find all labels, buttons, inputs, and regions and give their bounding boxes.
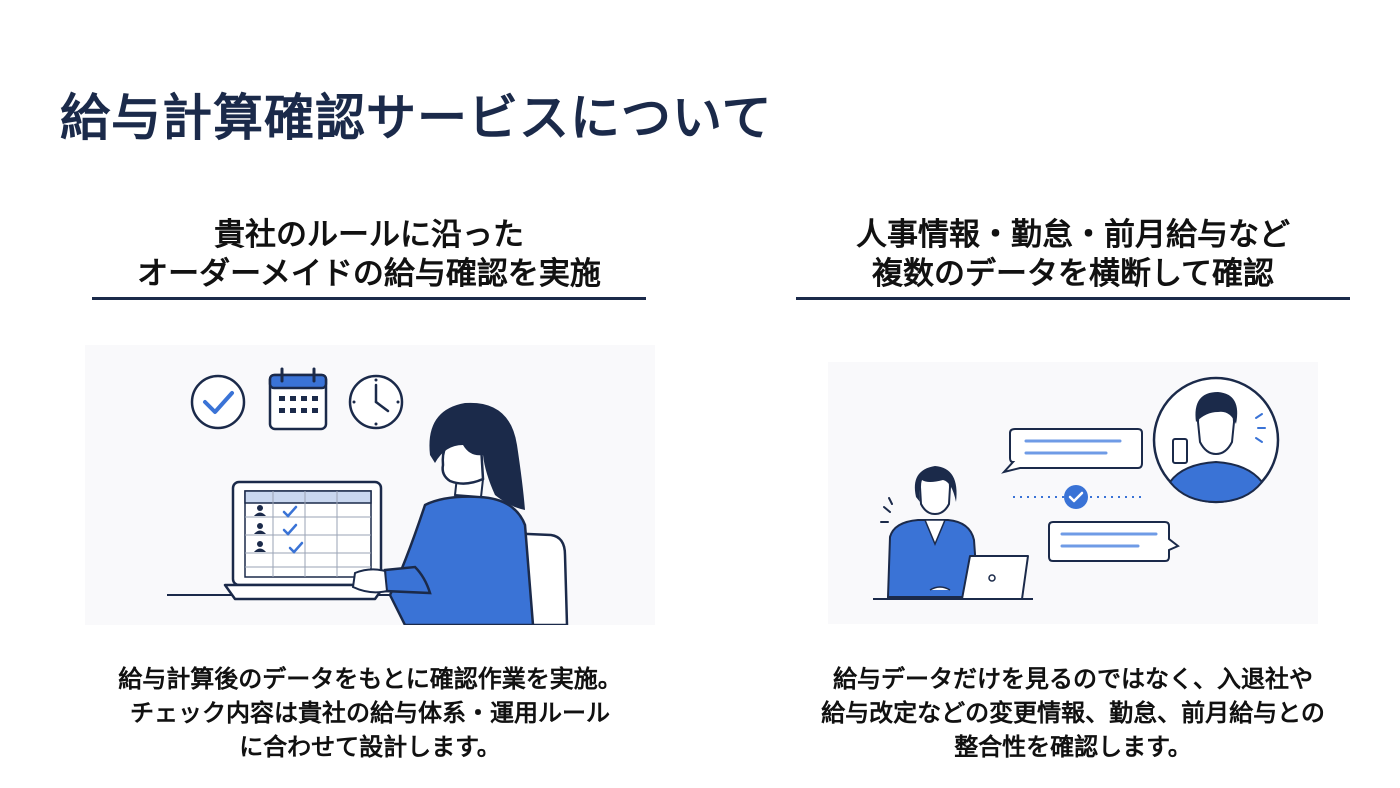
- left-section: 貴社のルールに沿った オーダーメイドの給与確認を実施: [60, 216, 680, 764]
- page-title: 給与計算確認サービスについて: [60, 89, 773, 147]
- man-with-phone-illustration: [1152, 376, 1280, 504]
- remote-communication-illustration: [873, 376, 1280, 600]
- right-desc-line-1: 給与データだけを見るのではなく、入退社や: [833, 665, 1313, 693]
- left-section-heading: 貴社のルールに沿った オーダーメイドの給与確認を実施: [92, 216, 646, 294]
- chat-bubble-icon: [1001, 428, 1143, 474]
- calendar-icon: [268, 367, 328, 431]
- left-heading-underline: [92, 297, 646, 300]
- left-section-description: 給与計算後のデータをもとに確認作業を実施。 チェック内容は貴社の給与体系・運用ル…: [60, 662, 680, 764]
- left-illustration: [85, 345, 655, 625]
- person-icon: [254, 505, 266, 552]
- clock-icon: [348, 374, 404, 430]
- right-desc-line-2: 給与改定などの変更情報、勤怠、前月給与との: [821, 699, 1325, 727]
- right-section-heading: 人事情報・勤怠・前月給与など 複数のデータを横断して確認: [796, 216, 1350, 294]
- checkmark-icon: [282, 505, 304, 554]
- left-heading-line-2: オーダーメイドの給与確認を実施: [137, 256, 601, 292]
- check-circle-icon: [190, 374, 246, 430]
- right-desc-line-3: 整合性を確認します。: [954, 733, 1192, 761]
- left-desc-line-2: チェック内容は貴社の給与体系・運用ルール: [130, 699, 610, 727]
- right-heading-line-2: 複数のデータを横断して確認: [871, 256, 1275, 292]
- chat-bubble-icon: [1048, 521, 1180, 562]
- check-circle-icon: [1064, 485, 1088, 509]
- right-illustration: [828, 362, 1318, 624]
- left-heading-line-1: 貴社のルールに沿った: [214, 217, 524, 253]
- right-heading-underline: [796, 297, 1350, 300]
- woman-illustration: [351, 402, 569, 625]
- right-heading-line-1: 人事情報・勤怠・前月給与など: [856, 217, 1290, 253]
- office-worker-illustration: [167, 367, 569, 625]
- right-section-description: 給与データだけを見るのではなく、入退社や 給与改定などの変更情報、勤怠、前月給与…: [753, 662, 1393, 764]
- right-section: 人事情報・勤怠・前月給与など 複数のデータを横断して確認: [700, 0, 1400, 788]
- laptop-icon: [961, 555, 1029, 600]
- woman-at-laptop-illustration: [873, 466, 1033, 600]
- smartphone-icon: [1172, 438, 1188, 464]
- left-desc-line-3: に合わせて設計します。: [239, 733, 501, 761]
- left-desc-line-1: 給与計算後のデータをもとに確認作業を実施。: [118, 665, 622, 693]
- laptop-icon: [223, 480, 387, 601]
